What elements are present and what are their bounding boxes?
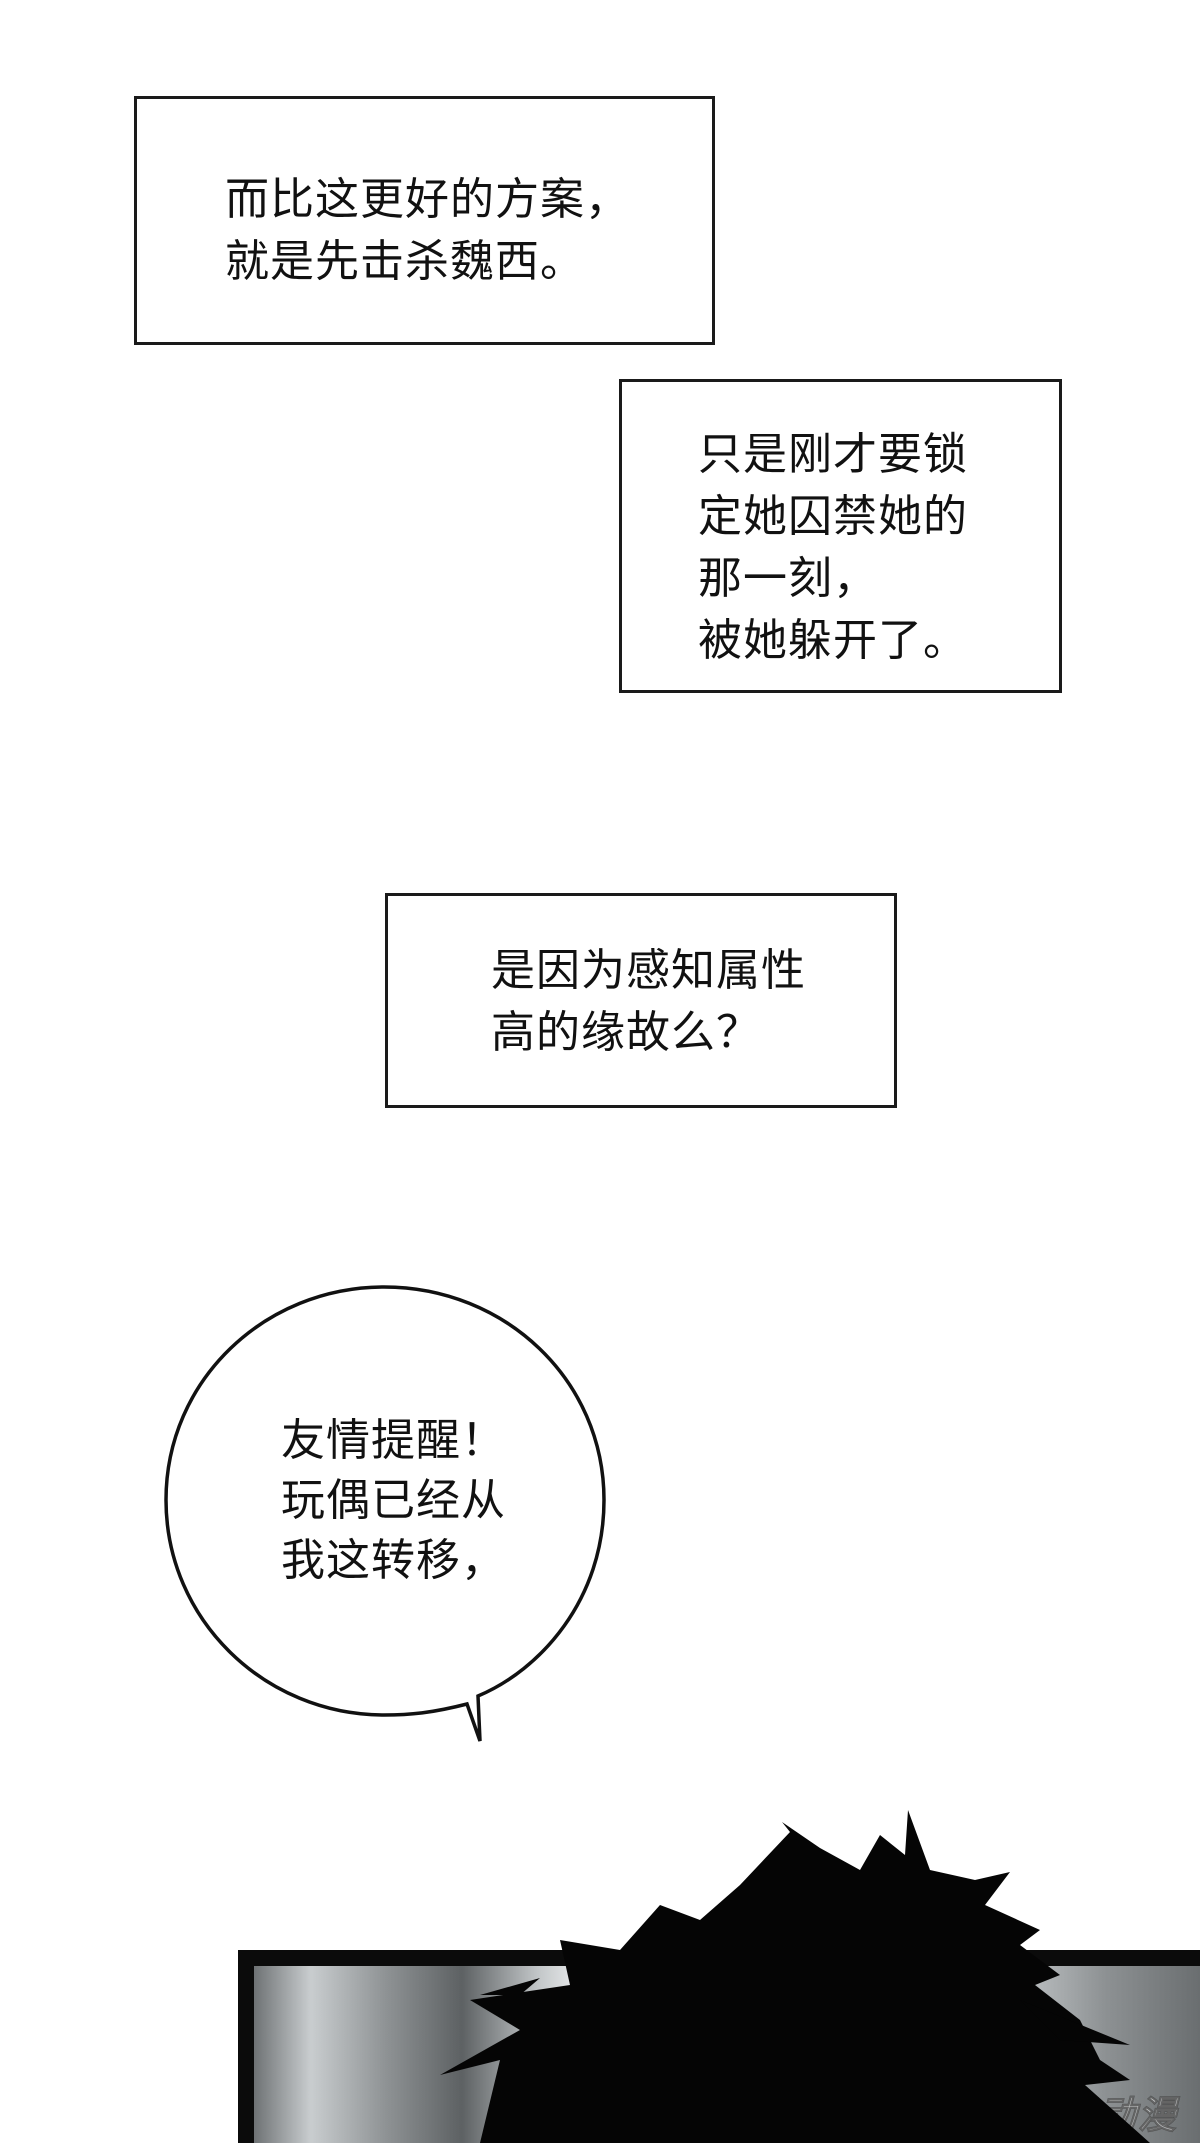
caption-line: 被她躲开了。 — [698, 615, 968, 666]
caption-line: 定她囚禁她的 — [698, 491, 968, 542]
caption-line: 那一刻， — [698, 553, 878, 604]
caption-text-3: 是因为感知属性 高的缘故么？ — [491, 940, 806, 1064]
speech-bubble-text: 友情提醒！ 玩偶已经从 我这转移， — [281, 1411, 506, 1591]
caption-text-1: 而比这更好的方案， 就是先击杀魏西。 — [225, 169, 630, 293]
caption-line: 就是先击杀魏西。 — [225, 236, 585, 287]
caption-line: 高的缘故么？ — [491, 1007, 761, 1058]
caption-box-3: 是因为感知属性 高的缘故么？ — [385, 893, 897, 1108]
bubble-line: 我这转移， — [281, 1535, 506, 1586]
caption-box-1: 而比这更好的方案， 就是先击杀魏西。 — [134, 96, 715, 345]
caption-box-2: 只是刚才要锁 定她囚禁她的 那一刻， 被她躲开了。 — [619, 379, 1062, 693]
caption-line: 而比这更好的方案， — [225, 174, 630, 225]
caption-text-2: 只是刚才要锁 定她囚禁她的 那一刻， 被她躲开了。 — [698, 424, 968, 672]
speech-bubble-outline — [164, 1285, 606, 1742]
caption-line: 是因为感知属性 — [491, 945, 806, 996]
caption-line: 只是刚才要锁 — [698, 429, 968, 480]
bubble-line: 友情提醒！ — [281, 1415, 506, 1466]
bubble-line: 玩偶已经从 — [281, 1475, 506, 1526]
